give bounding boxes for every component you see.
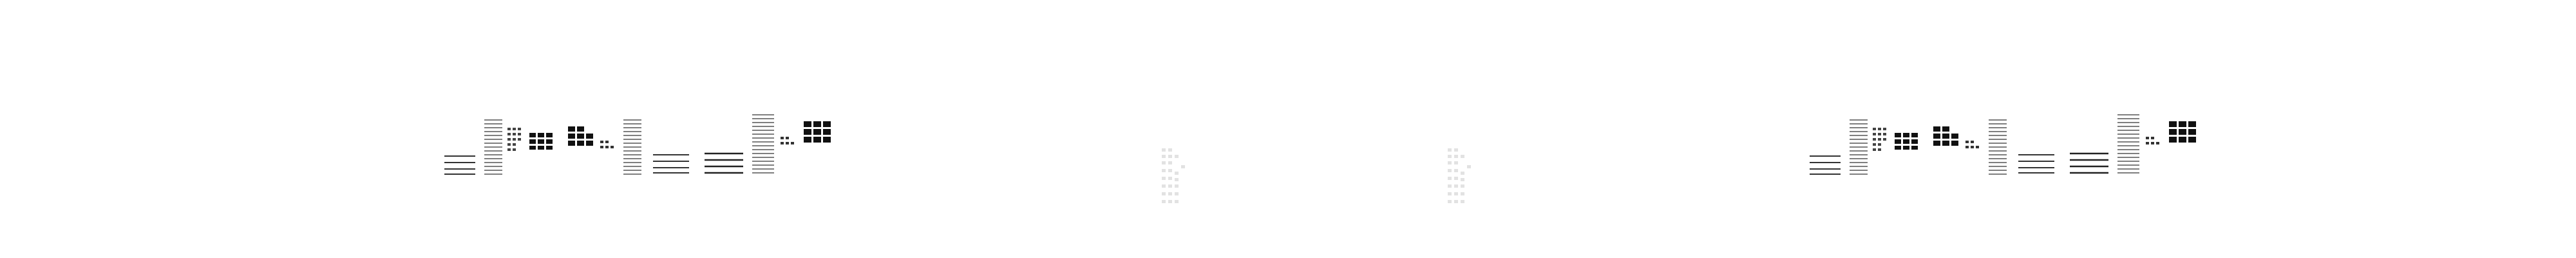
- tall-lined-glyph-icon: [2117, 114, 2139, 175]
- grid-glyph-icon: [804, 121, 832, 143]
- lined-glyph-icon: [2018, 152, 2054, 174]
- dotted-glyph-icon: [781, 137, 795, 147]
- dotted-glyph-icon: [1965, 141, 1980, 151]
- dotted-glyph-icon: [1873, 128, 1887, 154]
- tall-lined-glyph-icon: [752, 114, 774, 175]
- lined-glyph-icon: [653, 152, 689, 174]
- grid-glyph-icon: [529, 133, 553, 150]
- lined-glyph-icon: [444, 154, 475, 175]
- tall-lined-glyph-icon: [1850, 119, 1868, 177]
- dotted-glyph-icon: [600, 141, 614, 151]
- lined-glyph-icon: [705, 151, 743, 174]
- lined-glyph-icon: [1810, 154, 1841, 175]
- lined-glyph-icon: [2070, 151, 2108, 174]
- grid-glyph-icon: [1895, 133, 1918, 150]
- grid-glyph-icon: [2169, 121, 2197, 143]
- grid-glyph-icon: [568, 126, 594, 146]
- faint-dotted-glyph-icon: [1445, 146, 1475, 208]
- tall-lined-glyph-icon: [1989, 119, 2007, 177]
- faint-dotted-glyph-icon: [1159, 146, 1189, 208]
- tall-lined-glyph-icon: [484, 119, 502, 177]
- tall-lined-glyph-icon: [623, 119, 641, 177]
- dotted-glyph-icon: [507, 128, 522, 154]
- grid-glyph-icon: [1933, 126, 1959, 146]
- dotted-glyph-icon: [2146, 137, 2160, 147]
